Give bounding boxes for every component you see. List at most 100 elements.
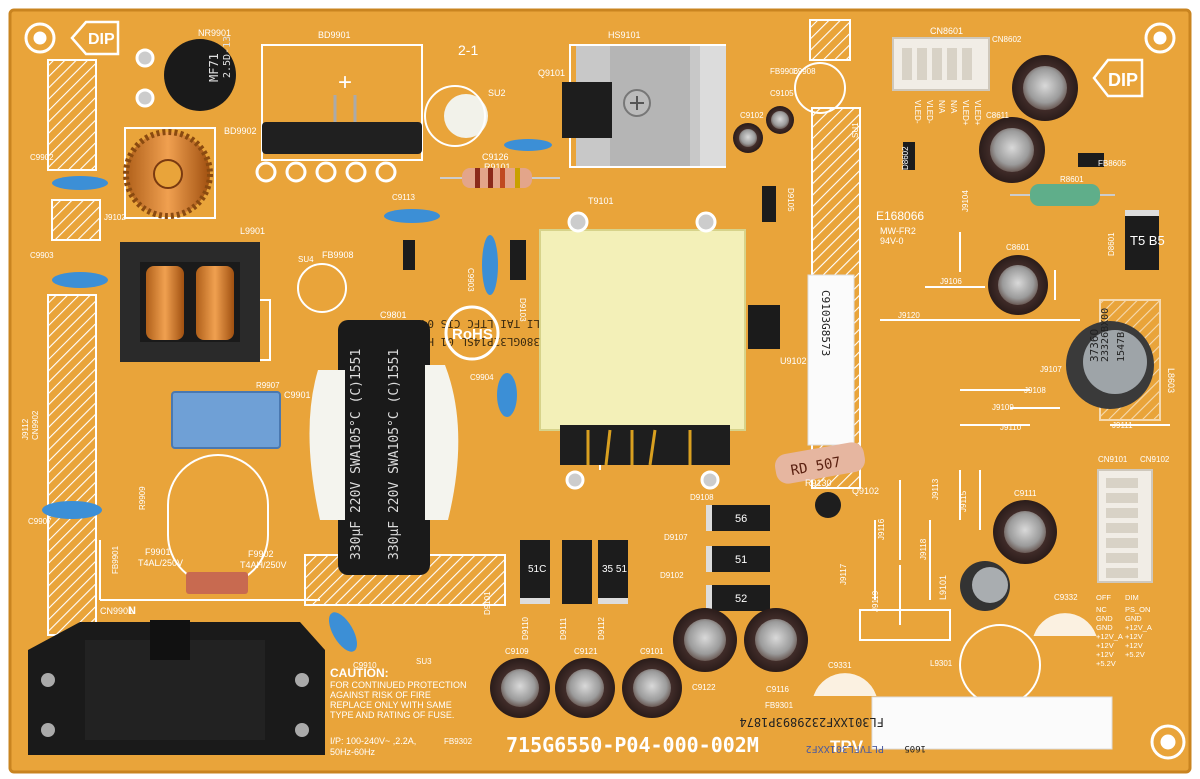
svg-text:J9115: J9115 xyxy=(959,490,968,512)
svg-text:N: N xyxy=(128,605,136,617)
svg-text:CN9901: CN9901 xyxy=(100,606,133,616)
connector-cn8601: CN8601 CN8602 VLED- VLED- N/A N/A VLED+ … xyxy=(892,26,1022,126)
svg-text:VLED-: VLED- xyxy=(925,100,934,124)
svg-text:CN9902: CN9902 xyxy=(31,410,40,440)
svg-text:D9103: D9103 xyxy=(518,298,527,322)
svg-text:PLTVFL301XXF2: PLTVFL301XXF2 xyxy=(806,743,884,754)
svg-text:OFF: OFF xyxy=(1096,593,1111,602)
toroid-inductor xyxy=(123,127,216,219)
svg-text:J9117: J9117 xyxy=(839,563,848,585)
svg-text:CN8601: CN8601 xyxy=(930,26,963,36)
svg-text:FB9906: FB9906 xyxy=(770,67,799,76)
version-mark: 2-1 xyxy=(458,42,478,58)
svg-text:VLED-: VLED- xyxy=(913,100,922,124)
svg-text:FL301XXF2329893P1874: FL301XXF2329893P1874 xyxy=(740,715,885,729)
svg-text:J9116: J9116 xyxy=(877,518,886,540)
svg-text:+12V_A: +12V_A xyxy=(1125,623,1152,632)
svg-text:50Hz-60Hz: 50Hz-60Hz xyxy=(330,747,376,757)
svg-text:MW-FR2: MW-FR2 xyxy=(880,226,916,236)
svg-text:J9112: J9112 xyxy=(21,418,30,440)
svg-text:NC: NC xyxy=(1096,605,1107,614)
svg-text:C9102: C9102 xyxy=(740,111,764,120)
svg-text:CAUTION:: CAUTION: xyxy=(330,666,389,680)
svg-text:1605: 1605 xyxy=(904,743,926,753)
svg-text:D8602: D8602 xyxy=(901,146,910,170)
svg-text:J9118: J9118 xyxy=(919,538,928,560)
common-mode-choke-l9901: L9901 xyxy=(120,226,265,362)
resistor-r9130: RD 507 R9130 xyxy=(774,442,866,488)
svg-text:+12V_A: +12V_A xyxy=(1096,632,1123,641)
sticker-vertical: C9103G8573 xyxy=(807,274,855,446)
svg-text:1547B: 1547B xyxy=(1116,332,1127,362)
svg-text:L9101: L9101 xyxy=(938,575,948,600)
svg-text:R9130: R9130 xyxy=(805,478,832,488)
svg-text:C9109: C9109 xyxy=(505,647,529,656)
svg-text:CN9102: CN9102 xyxy=(1140,455,1170,464)
svg-text:D9107: D9107 xyxy=(664,533,688,542)
svg-text:C8611: C8611 xyxy=(986,111,1010,120)
svg-text:T4AH/250V: T4AH/250V xyxy=(240,560,287,570)
svg-text:35 51: 35 51 xyxy=(602,564,627,575)
inductor-l9101: L9101 xyxy=(938,561,1010,611)
svg-text:L9301: L9301 xyxy=(930,659,953,668)
silkscreen-outlines xyxy=(99,44,1170,706)
svg-text:+12V: +12V xyxy=(1096,641,1114,650)
svg-text:D9112: D9112 xyxy=(597,616,606,640)
svg-text:GND: GND xyxy=(1125,614,1142,623)
svg-text:C9907: C9907 xyxy=(28,517,52,526)
svg-text:C9903: C9903 xyxy=(466,268,475,292)
x-capacitor-c9901: C9901 xyxy=(171,390,311,449)
svg-text:+5.2V: +5.2V xyxy=(1096,659,1116,668)
svg-text:D9102: D9102 xyxy=(660,571,684,580)
svg-text:DIP: DIP xyxy=(88,31,115,48)
svg-text:C9331: C9331 xyxy=(828,661,852,670)
caution-block: CAUTION: FOR CONTINUED PROTECTION AGAINS… xyxy=(330,666,473,757)
svg-text:J9108: J9108 xyxy=(1024,386,1046,395)
svg-text:C9908: C9908 xyxy=(792,67,816,76)
serial-sticker: FL301XXF2329893P1874 PLTVFL301XXF2 1605 xyxy=(740,696,1113,754)
svg-text:C9902: C9902 xyxy=(30,153,54,162)
transformer-t9101: T9101 LI TAI LTFC CIS 04 1602 01 380GL32… xyxy=(368,196,746,490)
svg-text:DIP: DIP xyxy=(1108,70,1138,90)
svg-text:C9904: C9904 xyxy=(470,373,494,382)
svg-text:+: + xyxy=(338,69,352,96)
svg-text:FB9901: FB9901 xyxy=(111,545,120,574)
svg-text:GND: GND xyxy=(1096,614,1113,623)
svg-text:C9111: C9111 xyxy=(1014,489,1037,498)
svg-text:FB8605: FB8605 xyxy=(1098,159,1127,168)
heatsink-hs9101: HS9101 Q9101 xyxy=(538,30,726,168)
rectifier-diodes: 56 51 52 51C 35 51 T5 B5 xyxy=(403,142,1165,611)
svg-text:L8603: L8603 xyxy=(1166,368,1176,393)
svg-text:D9105: D9105 xyxy=(786,188,795,212)
svg-text:C9101: C9101 xyxy=(640,647,664,656)
svg-text:330µF 220V SWA105°C (C)1551: 330µF 220V SWA105°C (C)1551 xyxy=(387,349,402,560)
svg-text:2.5D-13: 2.5D-13 xyxy=(222,36,233,78)
svg-text:VLED+: VLED+ xyxy=(961,100,970,126)
rohs-mark: RoHS xyxy=(444,305,500,361)
svg-text:R9101: R9101 xyxy=(484,162,511,172)
svg-text:C9122: C9122 xyxy=(692,683,716,692)
spacer-su2: SU2 xyxy=(444,88,506,138)
svg-text:D9101: D9101 xyxy=(483,591,492,615)
svg-text:51C: 51C xyxy=(528,564,546,575)
svg-text:RoHS: RoHS xyxy=(452,326,493,343)
svg-text:23326BX00: 23326BX00 xyxy=(1100,308,1111,362)
svg-text:J9107: J9107 xyxy=(1040,365,1062,374)
svg-text:C9332: C9332 xyxy=(1054,593,1078,602)
svg-text:R9907: R9907 xyxy=(256,381,280,390)
svg-text:52: 52 xyxy=(735,593,747,605)
svg-text:N/A: N/A xyxy=(949,100,958,114)
svg-text:T4AL/250V: T4AL/250V xyxy=(138,558,183,568)
svg-text:C9126: C9126 xyxy=(482,152,509,162)
svg-text:Q9101: Q9101 xyxy=(538,68,565,78)
svg-text:C9901: C9901 xyxy=(284,390,311,400)
svg-text:C9903: C9903 xyxy=(30,251,54,260)
svg-text:R8601: R8601 xyxy=(1060,175,1084,184)
svg-text:DIM: DIM xyxy=(1125,593,1139,602)
svg-text:I/P: 100-240V~ ,2.2A,: I/P: 100-240V~ ,2.2A, xyxy=(330,736,416,746)
svg-text:REPLACE ONLY WITH SAME: REPLACE ONLY WITH SAME xyxy=(330,700,452,710)
connector-cn9101-pinout: OFF NC GND GND +12V_A +12V +12V +5.2V DI… xyxy=(1096,593,1152,668)
ac-inlet-cn9901: CN9901 N xyxy=(28,605,325,755)
svg-text:C9103G8573: C9103G8573 xyxy=(819,290,832,356)
